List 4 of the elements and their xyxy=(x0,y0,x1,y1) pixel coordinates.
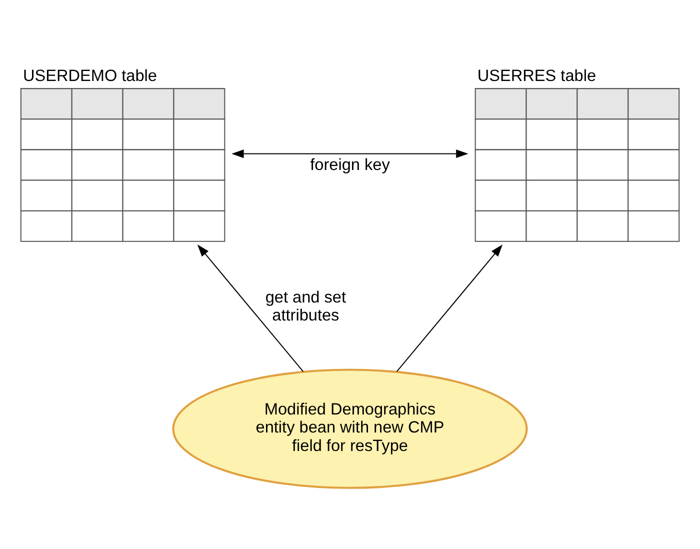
node-text: USERRES table xyxy=(477,66,596,85)
node-text: USERDEMO table xyxy=(22,66,157,85)
edge-label: foreign key xyxy=(310,155,390,174)
edge-label: get and set attributes xyxy=(265,288,346,324)
